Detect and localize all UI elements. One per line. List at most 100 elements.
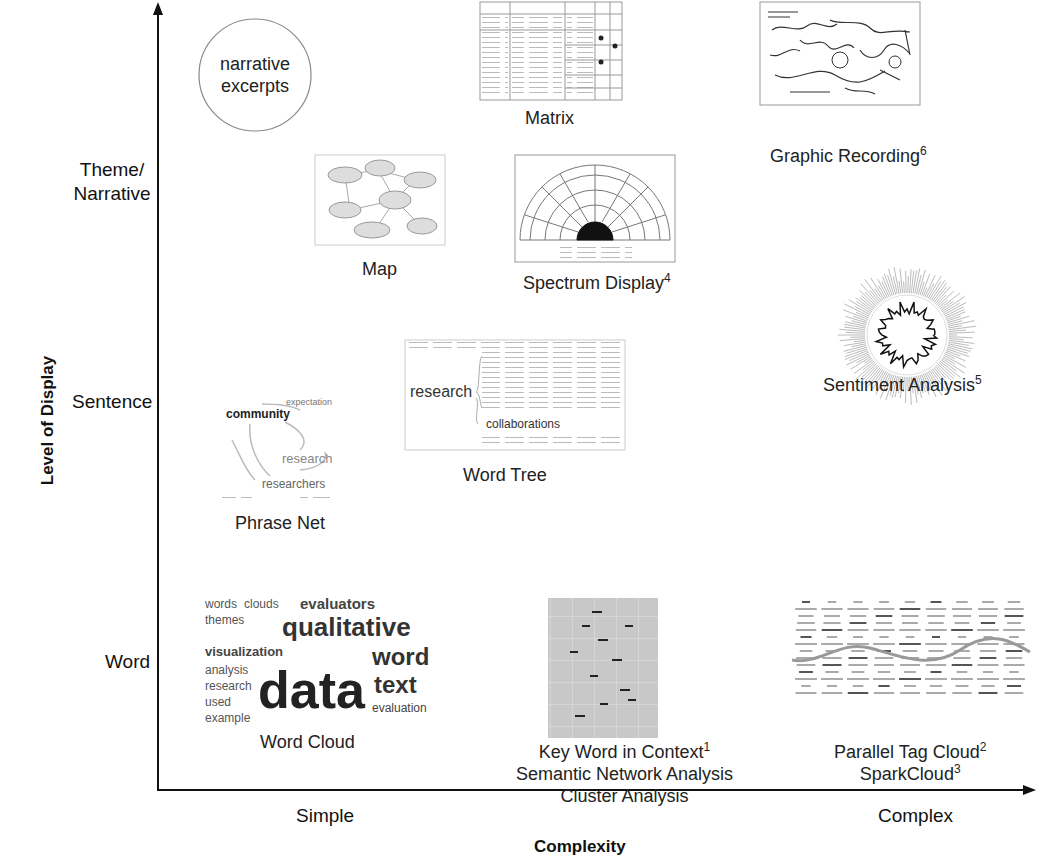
caption-text: Spectrum Display <box>523 273 664 293</box>
footnote-number: 6 <box>920 144 927 158</box>
scribble <box>889 56 901 68</box>
phrase-word: community <box>226 408 290 420</box>
sentiment-spike <box>949 332 975 333</box>
tag-word <box>822 657 841 659</box>
caption-line: Semantic Network Analysis <box>516 763 733 785</box>
tag-word <box>823 622 840 624</box>
text-lines <box>567 16 593 96</box>
sentiment-spike <box>878 279 888 298</box>
tag-word <box>1009 671 1018 673</box>
axis-tick: Simple <box>296 806 354 825</box>
tag-word <box>800 636 811 638</box>
kwic-thumbnail <box>548 598 658 738</box>
text-lines <box>300 496 330 502</box>
tag-word <box>1009 636 1019 638</box>
tag-word <box>979 615 997 617</box>
tag-word <box>952 664 973 666</box>
tag-word <box>798 615 813 617</box>
sentiment-spike <box>949 335 957 336</box>
footnote-number: 1 <box>704 740 711 754</box>
tag-word <box>904 685 916 687</box>
caption-text: Map <box>362 259 397 279</box>
tag-word <box>797 622 815 624</box>
tag-word <box>925 643 947 645</box>
dot <box>613 44 618 49</box>
tag-word <box>978 664 999 666</box>
caption-text: Parallel Tag Cloud <box>834 742 980 762</box>
text-lines <box>482 433 620 447</box>
arrowhead <box>1023 785 1036 795</box>
tag-word <box>928 622 943 624</box>
tag-word <box>853 636 863 638</box>
tag-word <box>822 629 843 631</box>
method-caption: Graphic Recording6 <box>770 145 927 167</box>
tag-word <box>900 664 920 666</box>
sentiment-spike <box>844 342 865 346</box>
tag-word <box>875 657 894 659</box>
tag-word <box>980 650 996 652</box>
tag-word <box>930 671 941 673</box>
tag-word <box>926 692 946 694</box>
tag-word <box>878 671 890 673</box>
method-caption: Parallel Tag Cloud2SparkCloud3 <box>834 741 986 785</box>
tag-word <box>802 601 810 603</box>
thumb-frame <box>315 155 445 245</box>
tag-word <box>951 629 973 631</box>
tree-root-word: research <box>410 384 472 400</box>
tag-word <box>1006 657 1022 659</box>
tag-word <box>824 615 840 617</box>
sentiment-spike <box>922 274 930 296</box>
tag-word <box>977 643 998 645</box>
tag-word <box>801 685 811 687</box>
tag-word <box>1007 685 1021 687</box>
tag-word <box>952 692 971 694</box>
cloud-word: text <box>374 673 417 697</box>
tag-word <box>900 608 921 610</box>
sentiment-spike <box>838 335 865 336</box>
scribble <box>832 52 848 68</box>
tag-word <box>825 671 838 673</box>
caption-text: Sentiment Analysis <box>823 375 975 395</box>
thumb-frame <box>515 155 675 262</box>
arrowhead <box>153 2 163 15</box>
caption-text: Word Tree <box>463 465 547 485</box>
tag-word <box>952 608 972 610</box>
caption-line: Parallel Tag Cloud2 <box>834 741 986 763</box>
caption-line: Spectrum Display4 <box>523 272 671 294</box>
tag-word <box>821 608 842 610</box>
tag-word <box>874 664 894 666</box>
tag-word <box>977 629 999 631</box>
cloud-word: analysis <box>205 664 248 676</box>
text-lines <box>560 244 632 259</box>
sentiment-spike <box>949 339 964 340</box>
tag-word <box>821 678 843 680</box>
cloud-word: data <box>258 664 365 716</box>
sentiment-spike <box>844 324 865 328</box>
grid <box>548 598 658 738</box>
tag-word <box>1003 678 1025 680</box>
phrase-word: researchers <box>262 478 325 490</box>
tag-word <box>926 664 946 666</box>
tag-word <box>850 615 866 617</box>
spectrum-thumbnail <box>515 155 675 262</box>
tag-word <box>953 657 970 659</box>
tag-word <box>983 671 993 673</box>
tag-word <box>905 601 915 603</box>
sentiment-spike <box>905 271 906 293</box>
tag-word <box>1003 629 1025 631</box>
sentiment-spike <box>854 340 866 341</box>
method-caption: Spectrum Display4 <box>523 272 671 294</box>
tag-word <box>795 608 816 610</box>
tag-word <box>953 615 971 617</box>
tag-word <box>978 608 998 610</box>
sentiment-ring <box>867 295 947 375</box>
caption-line: Key Word in Context1 <box>516 741 733 763</box>
circle-node: narrative excerpts <box>198 18 312 132</box>
sentiment-spike <box>943 303 960 313</box>
tag-word <box>850 622 867 624</box>
tag-word <box>822 692 843 694</box>
tag-word <box>873 629 894 631</box>
sentiment-spike <box>907 276 908 293</box>
footnote-number: 4 <box>664 271 671 285</box>
node-text: narrative excerpts <box>198 53 312 97</box>
